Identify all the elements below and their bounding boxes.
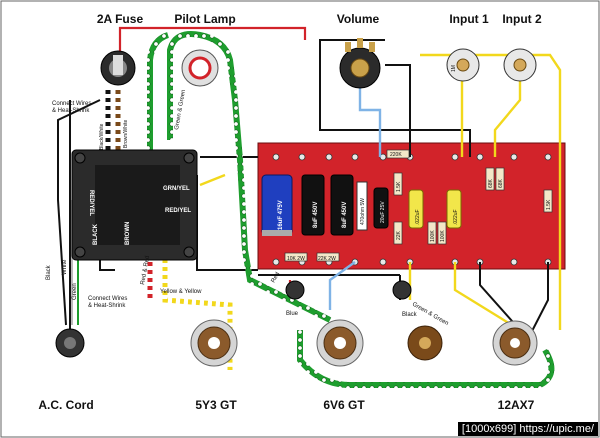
wire-black-trans: BLACK [93, 223, 99, 245]
note-connect-top-1: Connect Wires [52, 101, 91, 107]
socket-6v6 [316, 319, 364, 367]
label-volume: Volume [337, 12, 380, 26]
pilot-lamp [181, 49, 219, 87]
note-red-red: Red & Red [140, 255, 151, 285]
label-pilot-lamp: Pilot Lamp [174, 12, 235, 26]
wire-blue: Blue [286, 311, 299, 317]
comp-22k: 22K [396, 230, 402, 240]
comp-10k: 10K 2W [287, 256, 305, 262]
wire-ac-white: White [62, 259, 68, 275]
comp-cap4: 20uF 25V [380, 201, 386, 223]
note-connect-bot-1: Connect Wires [88, 296, 127, 302]
filter-cap-16uf [261, 174, 293, 236]
wire-black-white: Black/White [99, 123, 105, 150]
coupling-cap-1 [408, 189, 424, 229]
heater-twisted-pair [147, 31, 555, 388]
socket-12ax7 [492, 320, 538, 366]
comp-68k-2: 68K [498, 178, 504, 188]
comp-cap1: 16uF 475V [278, 200, 284, 230]
power-transformer [71, 149, 198, 261]
label-input1: Input 1 [449, 12, 489, 26]
wire-black-small: Black [402, 312, 418, 318]
speaker-grommet-1 [285, 280, 305, 300]
cathode-cap-20uf [373, 187, 389, 229]
comp-470ohm: 470ohm 5W [360, 198, 366, 225]
wire-red-small: Red [271, 271, 282, 284]
filter-cap-8uf-2 [330, 174, 354, 236]
socket-5y3 [190, 319, 238, 367]
wire-red-yel-right: RED/YEL [165, 208, 191, 214]
resistor-470ohm [356, 181, 368, 231]
board-eyelets-top [272, 153, 552, 161]
label-5y3: 5Y3 GT [195, 398, 237, 412]
black-wires [69, 39, 549, 336]
label-6v6: 6V6 GT [323, 398, 365, 412]
comp-cap3: 8uF 450V [342, 202, 348, 228]
comp-68k-1: 68K [488, 178, 494, 188]
comp-1k5: 1.5K [396, 181, 402, 192]
filter-cap-8uf-1 [301, 174, 325, 236]
volume-pot [339, 38, 381, 89]
comp-cap022-2: .022uF [453, 209, 459, 225]
speaker-grommet-2 [392, 280, 412, 300]
wire-brown-trans: BROWN [125, 222, 131, 245]
watermark: [1000x699] https://upic.me/ [457, 422, 598, 436]
comp-cap022-1: .022uF [415, 209, 421, 225]
coupling-cap-2 [446, 189, 462, 229]
label-fuse: 2A Fuse [97, 12, 144, 26]
wire-ac-green: Green [72, 283, 78, 300]
comp-220k: 220K [390, 152, 402, 158]
blue-wire [328, 85, 382, 310]
comp-100k: 100K [430, 230, 436, 242]
note-yellow-yellow: Yellow & Yellow [160, 289, 202, 295]
label-12ax7: 12AX7 [498, 398, 535, 412]
ac-cord-grommet [55, 328, 85, 358]
comp-1m: 1M [451, 65, 457, 72]
comp-100k-2: 100K [440, 230, 446, 242]
note-connect-top-2: & Heat-Shrink [52, 108, 90, 114]
input-jack-2 [503, 48, 537, 82]
note-connect-bot-2: & Heat-Shrink [88, 303, 126, 309]
wire-red-yel-left: RED/YEL [88, 190, 94, 216]
board-eyelets-bottom [272, 258, 552, 266]
label-input2: Input 2 [502, 12, 542, 26]
comp-1k5-b: 1.5K [546, 199, 552, 210]
label-ac-cord: A.C. Cord [38, 398, 93, 412]
fuse-holder [100, 50, 136, 86]
wire-grn-yel: GRN/YEL [163, 186, 190, 192]
comp-22k2w: 22K 2W [318, 256, 336, 262]
comp-cap2: 8uF 450V [313, 202, 319, 228]
output-transformer [407, 325, 443, 361]
small-resistors [284, 149, 553, 262]
wire-brown-white: Brown/White [123, 119, 129, 148]
input-jack-1 [446, 48, 480, 82]
wire-ac-black: Black [46, 264, 52, 280]
